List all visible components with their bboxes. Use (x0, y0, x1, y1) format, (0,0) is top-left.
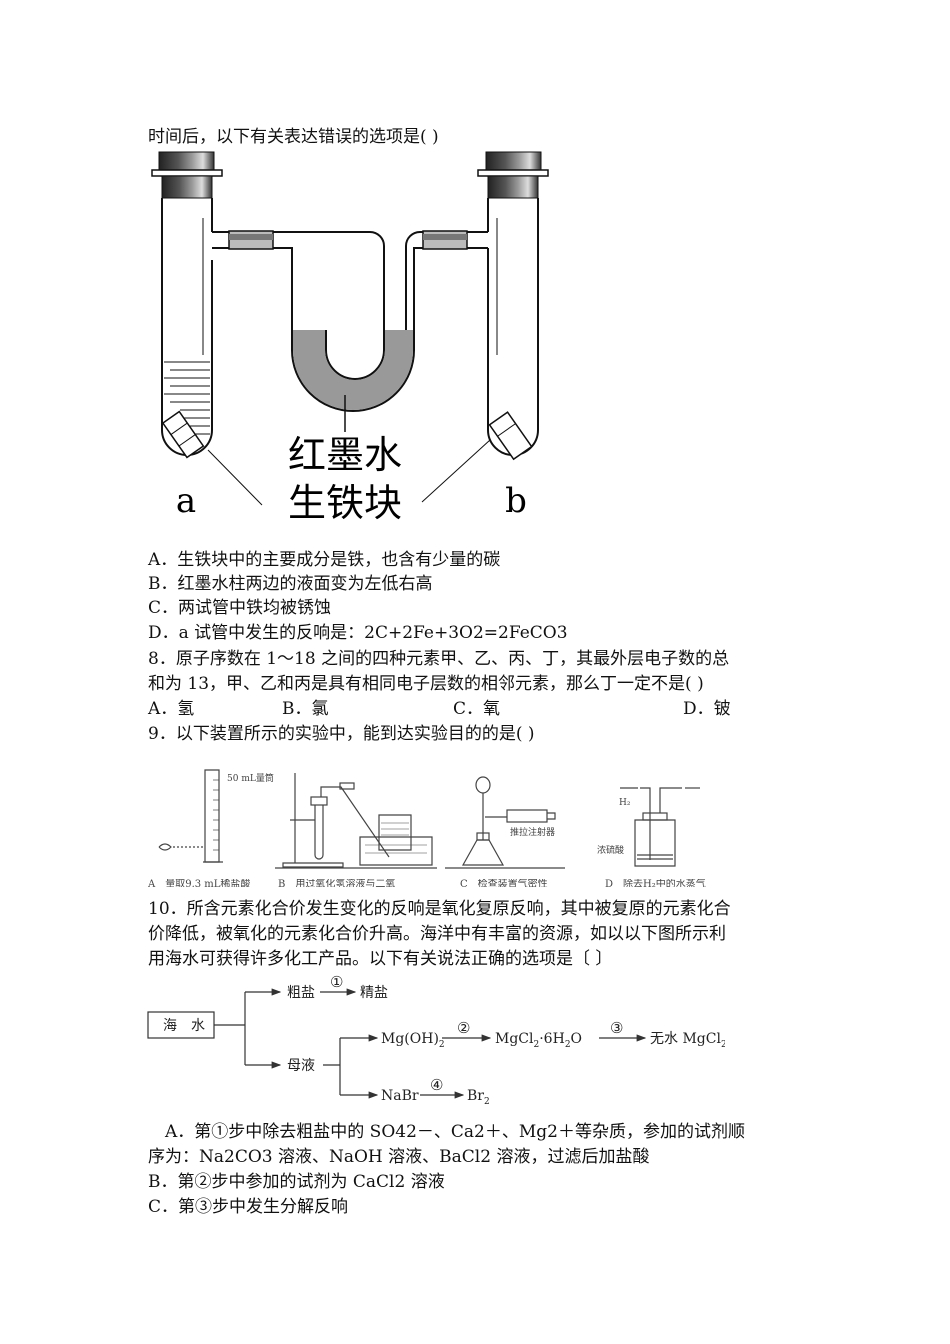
flow-br2: Br2 (467, 1088, 490, 1107)
q9-caption-c: C 检查装置气密性 (460, 879, 548, 887)
flow-mgoh2: Mg(OH)2 (381, 1031, 445, 1050)
q8-option-c: C．氧 (453, 699, 501, 719)
q8-stem-line2: 和为 13，甲、乙和丙是具有相同电子层数的相邻元素，那么丁一定不是( ) (148, 674, 704, 694)
flow-anhydrous-mgcl2: 无水 MgCl2 (650, 1031, 725, 1050)
q10-option-c: C．第③步中发生分解反响 (148, 1197, 349, 1217)
q7-option-d: D．a 试管中发生的反响是：2C+2Fe+3O2=2FeCO3 (148, 623, 568, 643)
flow-refined-salt: 精盐 (360, 985, 388, 1001)
q9-figure-apparatus: 50 mL量筒 推拉注射器 H₂ 浓硫酸 (145, 765, 725, 885)
flow-nabr: NaBr (381, 1088, 419, 1104)
q9-caption-b: B 用过氧化氢溶液与二氧 (278, 879, 396, 887)
label-h2: H₂ (619, 798, 631, 808)
label-tube-a: a (176, 481, 196, 521)
q10-stem-line1: 10．所含元素化合价发生变化的反响是氧化复原反响，其中被复原的元素化合 (148, 899, 731, 919)
q10-flow-diagram: 海 水 粗盐 精盐 母液 Mg(OH)2 MgCl2·6H2O 无水 MgCl2… (145, 973, 727, 1110)
label-syringe: 推拉注射器 (510, 826, 555, 838)
q7-stem: 时间后，以下有关表达错误的选项是( ) (148, 127, 439, 147)
q9-stem: 9．以下装置所示的实验中，能到达实验目的的是( ) (148, 724, 535, 744)
q10-stem-line2: 价降低，被氧化的元素化合价升高。海洋中有丰富的资源，如以以下图所示利 (148, 924, 726, 944)
q9-caption-d: D 除去H₂中的水蒸气 (605, 879, 706, 887)
q8-option-d: D．铍 (683, 699, 731, 719)
q7-option-c: C．两试管中铁均被锈蚀 (148, 598, 332, 618)
label-acid: 浓硫酸 (597, 844, 624, 856)
step-1-marker: ① (330, 975, 343, 991)
label-cylinder: 50 mL量筒 (227, 772, 274, 784)
q10-option-a-line1: A．第①步中除去粗盐中的 SO42－、Ca2＋、Mg2＋等杂质，参加的试剂顺 (148, 1122, 745, 1142)
q8-option-b: B．氯 (282, 699, 329, 719)
label-red-ink: 红墨水 (288, 433, 402, 477)
label-iron-block: 生铁块 (288, 481, 402, 525)
q10-option-b: B．第②步中参加的试剂为 CaCl2 溶液 (148, 1172, 445, 1192)
flow-crude-salt: 粗盐 (287, 985, 315, 1001)
q9-caption-a: A 量取9.3 mL稀盐酸 (148, 879, 251, 887)
step-3-marker: ③ (610, 1019, 623, 1037)
q7-option-b: B．红墨水柱两边的液面变为左低右高 (148, 574, 433, 594)
flow-seawater: 海 水 (163, 1018, 205, 1034)
flow-mgcl2-hydrate: MgCl2·6H2O (495, 1031, 582, 1050)
flow-mother-liquor: 母液 (287, 1058, 315, 1074)
q7-option-a: A．生铁块中的主要成分是铁，也含有少量的碳 (148, 550, 501, 570)
q10-option-a-line2: 序为：Na2CO3 溶液、NaOH 溶液、BaCl2 溶液，过滤后加盐酸 (148, 1147, 650, 1167)
q8-stem-line1: 8．原子序数在 1～18 之间的四种元素甲、乙、丙、丁，其最外层电子数的总 (148, 649, 730, 669)
q10-stem-line3: 用海水可获得许多化工产品。以下有关说法正确的选项是〔 〕 (148, 949, 613, 969)
step-4-marker: ④ (430, 1076, 443, 1094)
q7-figure-u-tube: 红墨水 生铁块 a b (140, 150, 570, 530)
q8-option-a: A．氢 (148, 699, 195, 719)
label-tube-b: b (505, 481, 527, 521)
step-2-marker: ② (457, 1019, 470, 1037)
